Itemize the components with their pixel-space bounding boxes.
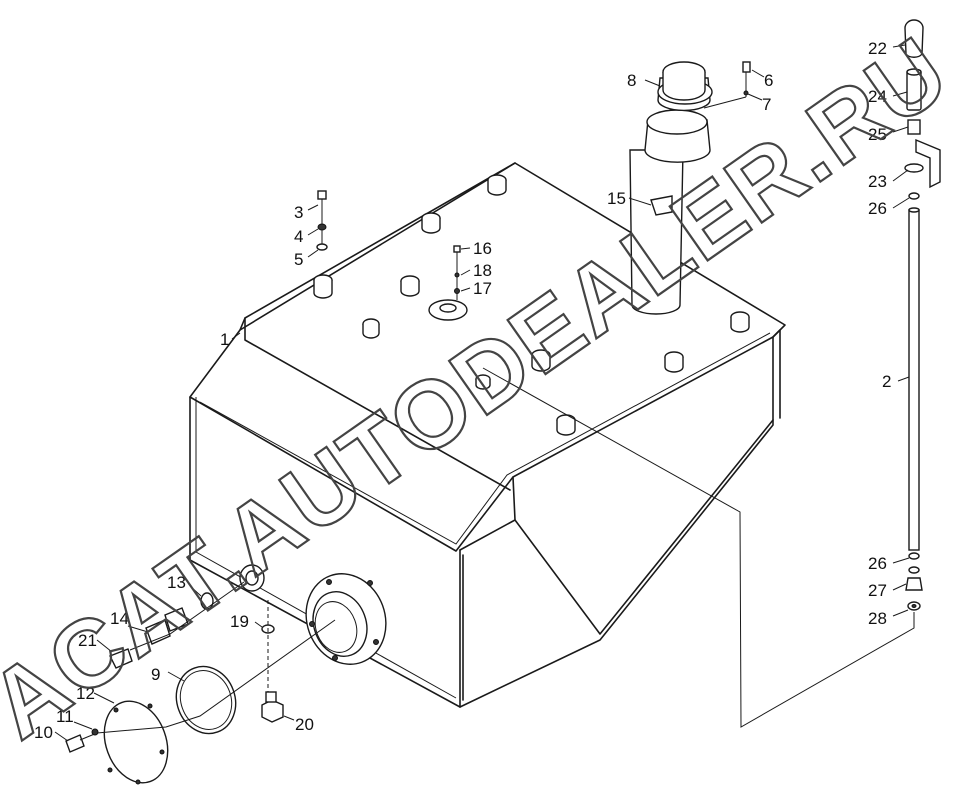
callout-22: 22 xyxy=(868,39,887,58)
gauge-tube xyxy=(908,209,920,551)
callout-5: 5 xyxy=(294,250,303,269)
callout-25: 25 xyxy=(868,125,887,144)
lid-bolt-set xyxy=(307,190,328,258)
watermark-text: ACAT.AUTODEALER.RU xyxy=(0,17,960,760)
callout-18: 18 xyxy=(473,261,492,280)
callout-28: 28 xyxy=(868,609,887,628)
cap-bolt xyxy=(703,61,765,109)
callout-14: 14 xyxy=(110,609,129,628)
callout-26-upper: 26 xyxy=(868,199,887,218)
callout-19: 19 xyxy=(230,612,249,631)
callout-10: 10 xyxy=(34,723,53,742)
sticker-label xyxy=(650,195,673,216)
callout-12: 12 xyxy=(76,684,95,703)
callout-26-lower: 26 xyxy=(868,554,887,573)
cover-bolt xyxy=(54,721,99,753)
sender-flange xyxy=(428,299,468,321)
callout-labels: 1 2 3 4 5 6 7 8 9 10 11 12 13 14 15 16 1… xyxy=(34,39,891,742)
boss xyxy=(730,311,750,333)
boss xyxy=(313,274,333,299)
callout-21: 21 xyxy=(78,631,97,650)
callout-13: 13 xyxy=(167,573,186,592)
o-ring xyxy=(200,592,214,610)
temperature-sensor xyxy=(96,639,133,669)
drain-plug xyxy=(261,691,295,723)
boss xyxy=(400,275,420,297)
callout-23: 23 xyxy=(868,172,887,191)
boss xyxy=(487,174,507,196)
callout-3: 3 xyxy=(294,203,303,222)
callout-17: 17 xyxy=(473,279,492,298)
boss xyxy=(531,349,551,372)
callout-8: 8 xyxy=(627,71,636,90)
callout-4: 4 xyxy=(294,227,303,246)
boss xyxy=(664,351,684,373)
callout-2: 2 xyxy=(882,372,891,391)
boss xyxy=(421,212,441,234)
large-port-flange xyxy=(305,573,387,665)
callout-11: 11 xyxy=(56,707,74,726)
gauge-cap xyxy=(904,19,924,58)
gauge-bracket xyxy=(915,138,941,189)
callout-6: 6 xyxy=(764,71,773,90)
fuel-tank-body xyxy=(189,162,786,708)
level-gauge-assembly xyxy=(482,19,941,728)
cover-plate xyxy=(93,692,169,785)
boss xyxy=(475,374,491,390)
callout-27: 27 xyxy=(868,581,887,600)
callout-15: 15 xyxy=(607,189,626,208)
filler-neck xyxy=(628,61,713,315)
gasket xyxy=(175,665,237,735)
callout-7: 7 xyxy=(762,95,771,114)
small-port xyxy=(239,564,265,592)
boss xyxy=(362,318,380,339)
callout-1: 1 xyxy=(220,330,229,349)
callout-24: 24 xyxy=(868,87,887,106)
sender-bolt-set xyxy=(453,245,471,300)
tank-top-bosses xyxy=(313,174,750,436)
callout-9: 9 xyxy=(151,665,160,684)
callout-16: 16 xyxy=(473,239,492,258)
callout-20: 20 xyxy=(295,715,314,734)
